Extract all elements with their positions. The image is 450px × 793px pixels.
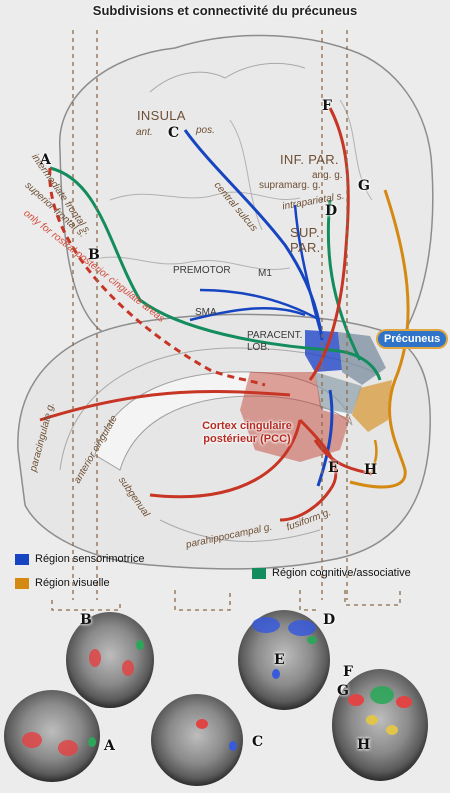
- pathway-letter-c: C: [168, 125, 180, 141]
- pathway-letter-f: F: [322, 98, 332, 114]
- pathway-sensorimotor-branch: [189, 306, 306, 322]
- pcc-label: Cortex cingulaire postérieur (PCC): [202, 420, 292, 445]
- pathway-sensorimotor-branch: [199, 288, 321, 322]
- pathway-letter-d: D: [325, 203, 338, 219]
- scan-letter-f: F: [343, 664, 353, 680]
- label-insula: INSULA: [137, 108, 186, 123]
- label-paracent-lob: PARACENT. LOB.: [247, 330, 303, 353]
- label-premotor: PREMOTOR: [173, 265, 231, 276]
- legend-swatch-visual: [15, 577, 29, 589]
- pathway-e-sensorimotor: [316, 389, 334, 487]
- legend-label-cognitive: Région cognitive/associative: [272, 567, 411, 579]
- label-inf-par: INF. PAR.: [280, 152, 339, 167]
- label-ang-g: ang. g.: [312, 170, 343, 181]
- pathway-sensorimotor-branch: [293, 204, 322, 331]
- scan-letter-d: D: [323, 612, 336, 628]
- scan-letter-a: A: [104, 738, 115, 754]
- lateral-sulcus-curve: [339, 99, 373, 201]
- scan-letter-b: B: [80, 612, 92, 628]
- label-pos: pos.: [196, 125, 215, 136]
- label-sma: SMA: [195, 307, 217, 318]
- pathway-letter-h: H: [364, 462, 378, 478]
- pathway-h-visual: [370, 439, 378, 475]
- legend-label-sensorimotor: Région sensorimotrice: [35, 553, 145, 565]
- pathway-letter-a: A: [40, 152, 51, 168]
- scan-letter-h: H: [357, 737, 371, 753]
- legend-swatch-sensorimotor: [15, 553, 29, 565]
- legend-visual: Région visuelle: [15, 577, 110, 589]
- pathway-pcc-to-e: [313, 439, 373, 476]
- label-m1: M1: [258, 268, 272, 279]
- pathway-letter-g: G: [358, 178, 370, 194]
- brain-scan-a: [4, 690, 100, 782]
- scan-letter-c: C: [252, 734, 264, 750]
- pathway-g-visual: [349, 189, 410, 489]
- label-supramarg-g: supramarg. g.: [259, 180, 321, 191]
- legend-sensorimotor: Région sensorimotrice: [15, 553, 144, 565]
- precuneus-assoc-patch: [315, 372, 362, 414]
- pathway-b-pcc-dashed: [48, 167, 266, 387]
- brain-scan-panels: [4, 610, 428, 786]
- pathway-pcc-to-subgenual: [149, 419, 302, 499]
- scan-letter-e: E: [274, 652, 285, 668]
- pathway-f-pcc: [308, 107, 350, 381]
- lateral-sulcus-curve: [109, 191, 301, 201]
- corpus-callosum: [94, 371, 353, 471]
- brain-scan-b: [66, 612, 154, 708]
- legend-swatch-cognitive: [252, 567, 266, 579]
- label-ant: ant.: [136, 127, 153, 138]
- pathway-d-cognitive: [326, 199, 362, 361]
- scan-letter-g: G: [337, 683, 349, 699]
- lateral-sulcus-curve: [229, 119, 263, 231]
- pathway-a-cognitive: [49, 166, 382, 381]
- legend-label-visual: Région visuelle: [35, 577, 110, 589]
- diagram-title: Subdivisions et connectivité du précuneu…: [92, 3, 358, 18]
- scan-connector-lines: [51, 30, 401, 611]
- pathway-pcc-to-temporal: [279, 418, 338, 522]
- pathway-pcc-to-frontal: [39, 389, 291, 422]
- pathway-letter-e: E: [328, 460, 339, 476]
- precuneus-visual-patch: [352, 380, 392, 432]
- legend-cognitive: Région cognitive/associative: [252, 567, 411, 579]
- lateral-sulcus-curve: [149, 62, 306, 93]
- pathway-letter-b: B: [88, 247, 100, 263]
- lateral-sulcus-curve: [89, 256, 291, 270]
- precuneus-label: Précuneus: [378, 331, 447, 347]
- temporal-medial-curve: [159, 519, 321, 542]
- brain-scan-c: [151, 694, 243, 786]
- label-sup-par: SUP. PAR.: [290, 225, 321, 255]
